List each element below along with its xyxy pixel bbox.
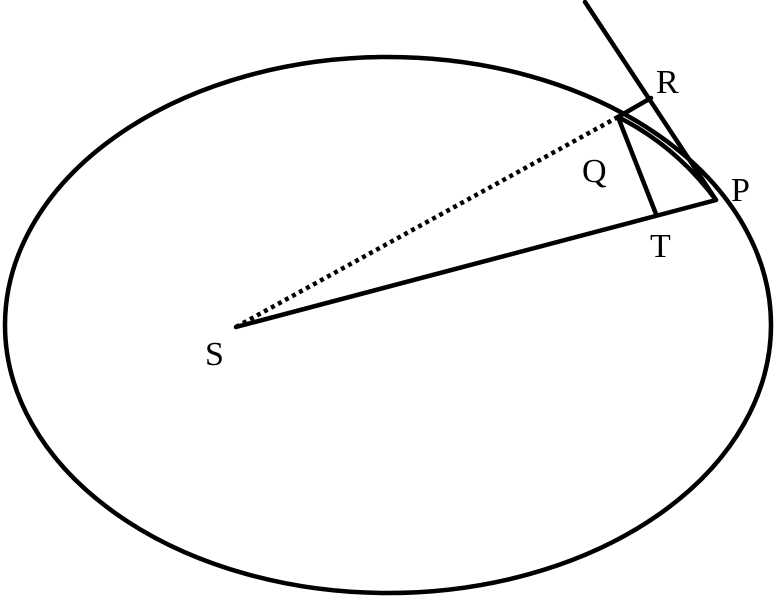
radius-sq-dotted: [234, 115, 620, 329]
label-t: T: [650, 228, 671, 265]
orbit-ellipse: [2, 54, 774, 596]
segment-qt: [615, 114, 659, 217]
radius-sp: [233, 197, 719, 330]
label-s: S: [205, 336, 224, 373]
label-p: P: [731, 172, 750, 209]
tangent-line: [582, 0, 719, 203]
segment-qr: [615, 95, 654, 120]
label-q: Q: [582, 153, 607, 190]
label-r: R: [656, 64, 679, 101]
arc-qp: [616, 114, 718, 202]
